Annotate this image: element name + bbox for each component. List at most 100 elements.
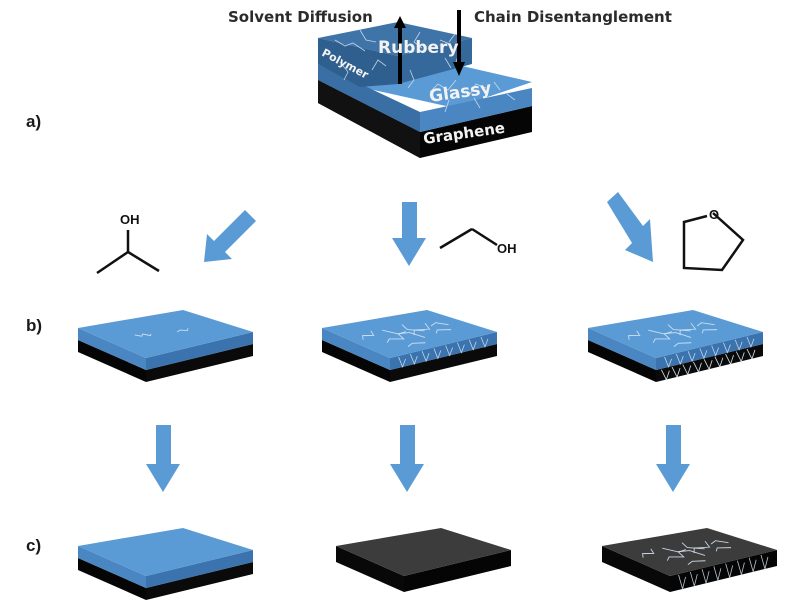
slab-top-face [336, 528, 511, 576]
crack-line [382, 329, 426, 338]
graphene-base-front [146, 344, 253, 382]
slab-top-face [78, 310, 253, 358]
arrow-to-left [204, 210, 256, 262]
crack-line [748, 557, 757, 574]
crack-line [667, 324, 691, 332]
crack-line [407, 342, 426, 347]
crack-line [760, 554, 769, 571]
crack-line [660, 369, 670, 381]
crack-line [693, 540, 711, 554]
crack-line [737, 560, 745, 577]
graphene-layer-side [318, 80, 420, 158]
crack-line [681, 542, 705, 550]
graphene-base-left [78, 558, 146, 600]
crack-line [687, 560, 706, 565]
crack-line [433, 348, 442, 360]
polymer-layer-side [318, 38, 398, 87]
crack-line [725, 563, 734, 580]
rubbery-label: Rubbery [378, 38, 459, 58]
slab-left-face [588, 328, 656, 370]
crack-line [693, 361, 702, 373]
crack-line [671, 366, 681, 379]
slab-front-face [146, 332, 253, 370]
crack-line [642, 548, 655, 558]
process-arrows [146, 425, 690, 492]
solvent-arrows [204, 192, 653, 266]
ethanol-structure [439, 227, 498, 250]
crack-line [421, 351, 430, 363]
crack-line [682, 364, 692, 376]
arrow-b-to-c-left [146, 425, 180, 492]
glassy-layer-front [420, 88, 532, 132]
crack-line [430, 322, 449, 327]
chain-disentanglement-arrow [453, 10, 465, 76]
row-b-films [78, 310, 763, 382]
crack-line [409, 353, 418, 366]
crack-line [628, 330, 641, 340]
crack-line [398, 356, 406, 369]
crack-line [678, 574, 686, 591]
panel-label-c: c) [26, 536, 41, 555]
graphene-base-left [78, 340, 146, 382]
layered-film-diagram: Rubbery Glassy Polymer Graphene [318, 10, 532, 158]
crack-line [134, 333, 152, 337]
film-c-3 [602, 528, 777, 592]
crack-line [703, 359, 713, 371]
crack-line [734, 339, 743, 351]
crack-line [679, 322, 697, 336]
thf-o-label: O [709, 207, 719, 222]
graphene-base-front [390, 344, 497, 382]
isopropanol-structure [96, 230, 160, 275]
graphene-base-left [322, 340, 390, 382]
slab-left-face [78, 546, 146, 588]
slab-left-face [322, 328, 390, 370]
row-c-films [78, 528, 777, 600]
crack-line [176, 328, 189, 333]
crack-line [675, 353, 684, 366]
graphene-base-front [146, 562, 253, 600]
slab-left-face [602, 546, 670, 592]
crack-line [457, 342, 465, 354]
glassy-layer-side [318, 64, 420, 132]
slab-front-face [146, 550, 253, 588]
crack-line [401, 324, 425, 332]
slab-top-face [78, 528, 253, 576]
crack-line [362, 330, 375, 340]
graphene-layer-front [318, 80, 532, 158]
crack-line [725, 353, 734, 366]
crack-line [711, 345, 720, 357]
crack-line [662, 547, 706, 556]
crack-line [689, 571, 698, 588]
crack-line [696, 322, 715, 327]
film-b-2 [322, 310, 497, 382]
crack-line [468, 339, 477, 351]
film-b-3 [588, 310, 763, 382]
slab-left-face [336, 546, 404, 592]
crack-line [714, 356, 724, 368]
crack-line [664, 356, 672, 369]
isopropanol-oh-label: OH [120, 212, 140, 227]
crack-line [480, 336, 489, 349]
ethanol-oh-label: OH [497, 241, 517, 256]
crack-line [701, 329, 718, 334]
graphene-base-left [588, 340, 656, 382]
solvent-diffusion-label: Solvent Diffusion [228, 8, 373, 26]
crack-line [735, 351, 745, 363]
graphene-base-front [656, 344, 763, 382]
arrow-to-right [607, 192, 653, 262]
crack-line [687, 351, 696, 363]
crack-line [713, 566, 722, 582]
slab-top-face [322, 310, 497, 358]
film-c-2 [336, 528, 511, 592]
crack-line [715, 547, 732, 552]
crack-line [673, 342, 692, 347]
crack-line [746, 336, 755, 349]
film-b-1 [78, 310, 253, 382]
film-c-1 [78, 528, 253, 600]
slab-top-face [602, 528, 777, 576]
rubbery-layer-front [398, 38, 472, 84]
crack-line [435, 329, 452, 334]
slab-top-face [588, 310, 763, 358]
crack-line [701, 569, 710, 585]
